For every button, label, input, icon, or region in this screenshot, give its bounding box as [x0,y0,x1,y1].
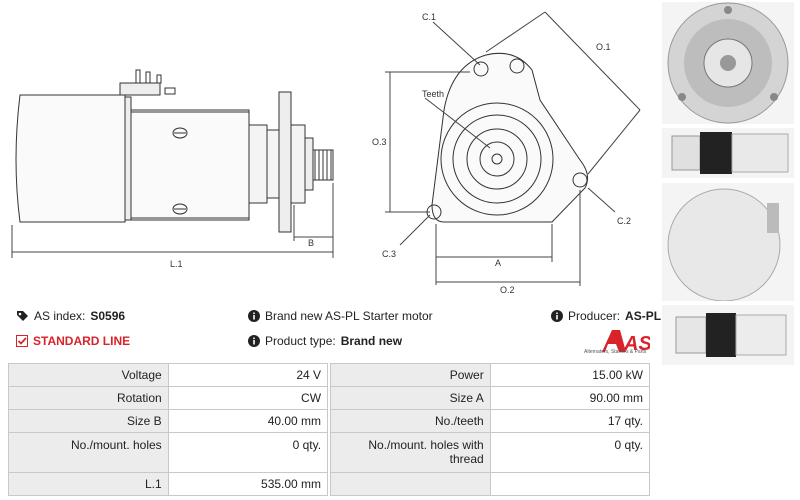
spec-label: Rotation [8,386,169,410]
label-c2: C.2 [617,216,631,226]
tag-icon [17,310,28,321]
as-pl-logo: AS [602,330,650,355]
label-o3: O.3 [372,137,387,147]
spec-label: No./mount. holes [8,432,169,473]
label-o1: O.1 [596,42,611,52]
table-row: Rotation CW Size A 90.00 mm [8,386,651,410]
label-c1: C.1 [422,12,436,22]
table-row: Size B 40.00 mm No./teeth 17 qty. [8,409,651,433]
logo-mark: AS [623,333,650,355]
table-row: Voltage 24 V Power 15.00 kW [8,363,651,387]
spec-label: No./mount. holes with thread [330,432,491,473]
as-index-value: S0596 [90,309,126,323]
description-text: Brand new AS-PL Starter motor [265,309,433,323]
specs-table: Voltage 24 V Power 15.00 kW Rotation CW … [8,363,651,496]
label-a: A [495,258,501,268]
as-index: AS index: S0596 [16,309,125,323]
photo-front-gear [662,2,794,124]
technical-drawing: C.1 O.1 Teeth O.3 C.3 C.2 A O.2 B L.1 [11,11,641,295]
description: Brand new AS-PL Starter motor [248,309,433,323]
product-type: Product type: Brand new [248,334,402,348]
product-type-label: Product type: [265,334,336,348]
spec-value: 535.00 mm [167,472,329,496]
standard-line-label: STANDARD LINE [33,334,131,348]
info-icon [248,310,260,322]
photo-side-motor-2 [662,305,794,365]
label-b: B [308,238,314,248]
label-c3: C.3 [382,249,396,259]
spec-label: L.1 [8,472,169,496]
spec-value: CW [167,386,329,410]
photo-side-motor [662,128,794,178]
label-l1: L.1 [170,259,183,269]
photo-rear-cover [662,183,794,301]
producer: Producer: AS-PL [551,309,661,323]
spec-value: 90.00 mm [489,386,651,410]
spec-label [330,472,491,496]
spec-label: Size B [8,409,169,433]
spec-label: No./teeth [330,409,491,433]
producer-label: Producer: [568,309,621,323]
front-dimensions [385,11,641,286]
spec-label: Voltage [8,363,169,387]
standard-line: STANDARD LINE [16,334,130,348]
table-row: No./mount. holes 0 qty. No./mount. holes… [8,432,651,473]
spec-label: Size A [330,386,491,410]
spec-value: 0 qty. [167,432,329,473]
info-icon [551,310,563,322]
spec-value [489,472,651,496]
spec-value: 0 qty. [489,432,651,473]
product-type-value: Brand new [340,334,403,348]
spec-value: 17 qty. [489,409,651,433]
front-view-flange [426,52,589,223]
producer-value: AS-PL [625,309,662,323]
check-square-icon [16,335,28,347]
spec-value: 24 V [167,363,329,387]
table-row: L.1 535.00 mm [8,472,651,496]
spec-value: 15.00 kW [489,363,651,387]
side-dimensions [11,183,334,258]
label-teeth: Teeth [422,89,444,99]
as-index-label: AS index: [34,309,86,323]
info-icon [248,335,260,347]
spec-label: Power [330,363,491,387]
side-view-motor [15,69,334,233]
logo-tagline: Alternators, Starters & Parts [584,349,647,355]
label-o2: O.2 [500,285,515,295]
spec-value: 40.00 mm [167,409,329,433]
